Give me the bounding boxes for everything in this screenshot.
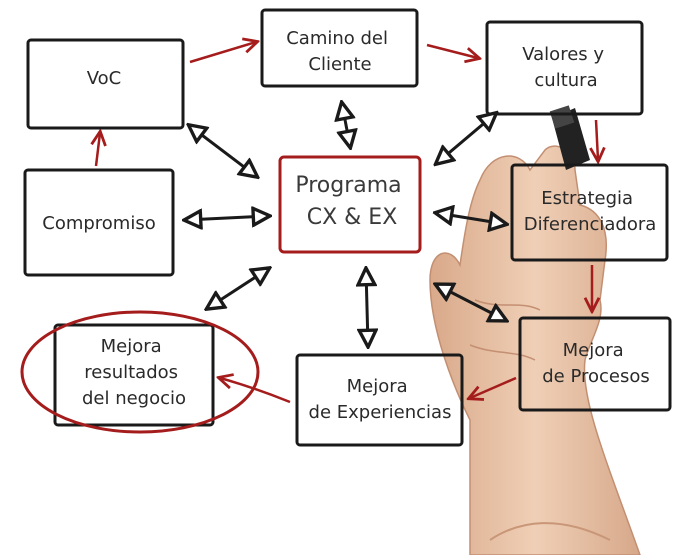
arrow-procesos-experiencias — [470, 376, 517, 398]
arrow-voc-camino — [189, 42, 256, 64]
arrow-programa-procesos — [437, 285, 505, 320]
arrow-camino-programa — [342, 104, 350, 146]
hand-illustration — [429, 105, 641, 555]
arrow-valores-estrategia — [596, 119, 598, 160]
arrow-programa-experiencias — [366, 270, 368, 345]
arrow-compromiso-programa — [186, 216, 268, 220]
highlight-circle — [20, 310, 260, 434]
programa-label: Programa CX & EX — [295, 173, 408, 230]
mejora-experiencias-box — [295, 353, 464, 447]
arrow-voc-programa — [190, 126, 256, 176]
programa-box — [278, 155, 422, 254]
compromiso-label: Compromiso — [42, 213, 155, 234]
mejora-resultados-label: Mejora resultados del negocio — [82, 336, 186, 409]
camino-box — [260, 8, 419, 88]
valores-label: Valores y cultura — [522, 44, 610, 91]
voc-box — [26, 38, 185, 130]
arrow-valores-programa — [437, 114, 495, 163]
arrow-programa-resultados — [208, 269, 268, 308]
arrow-camino-valores — [426, 43, 478, 58]
mejora-procesos-label: Mejora de Procesos — [542, 340, 650, 387]
voc-label: VoC — [87, 68, 122, 89]
estrategia-box — [510, 163, 669, 262]
mejora-experiencias-label: Mejora de Experiencias — [309, 376, 452, 423]
mejora-resultados-box — [53, 323, 215, 427]
valores-box — [485, 20, 644, 116]
arrow-compromiso-voc — [96, 133, 100, 167]
arrow-experiencias-resultados — [220, 378, 291, 404]
arrow-programa-estrategia — [437, 213, 505, 224]
mejora-procesos-box — [518, 316, 672, 412]
compromiso-box — [23, 168, 175, 277]
camino-label: Camino del Cliente — [286, 28, 394, 75]
estrategia-label: Estrategia Diferenciadora — [524, 188, 657, 235]
